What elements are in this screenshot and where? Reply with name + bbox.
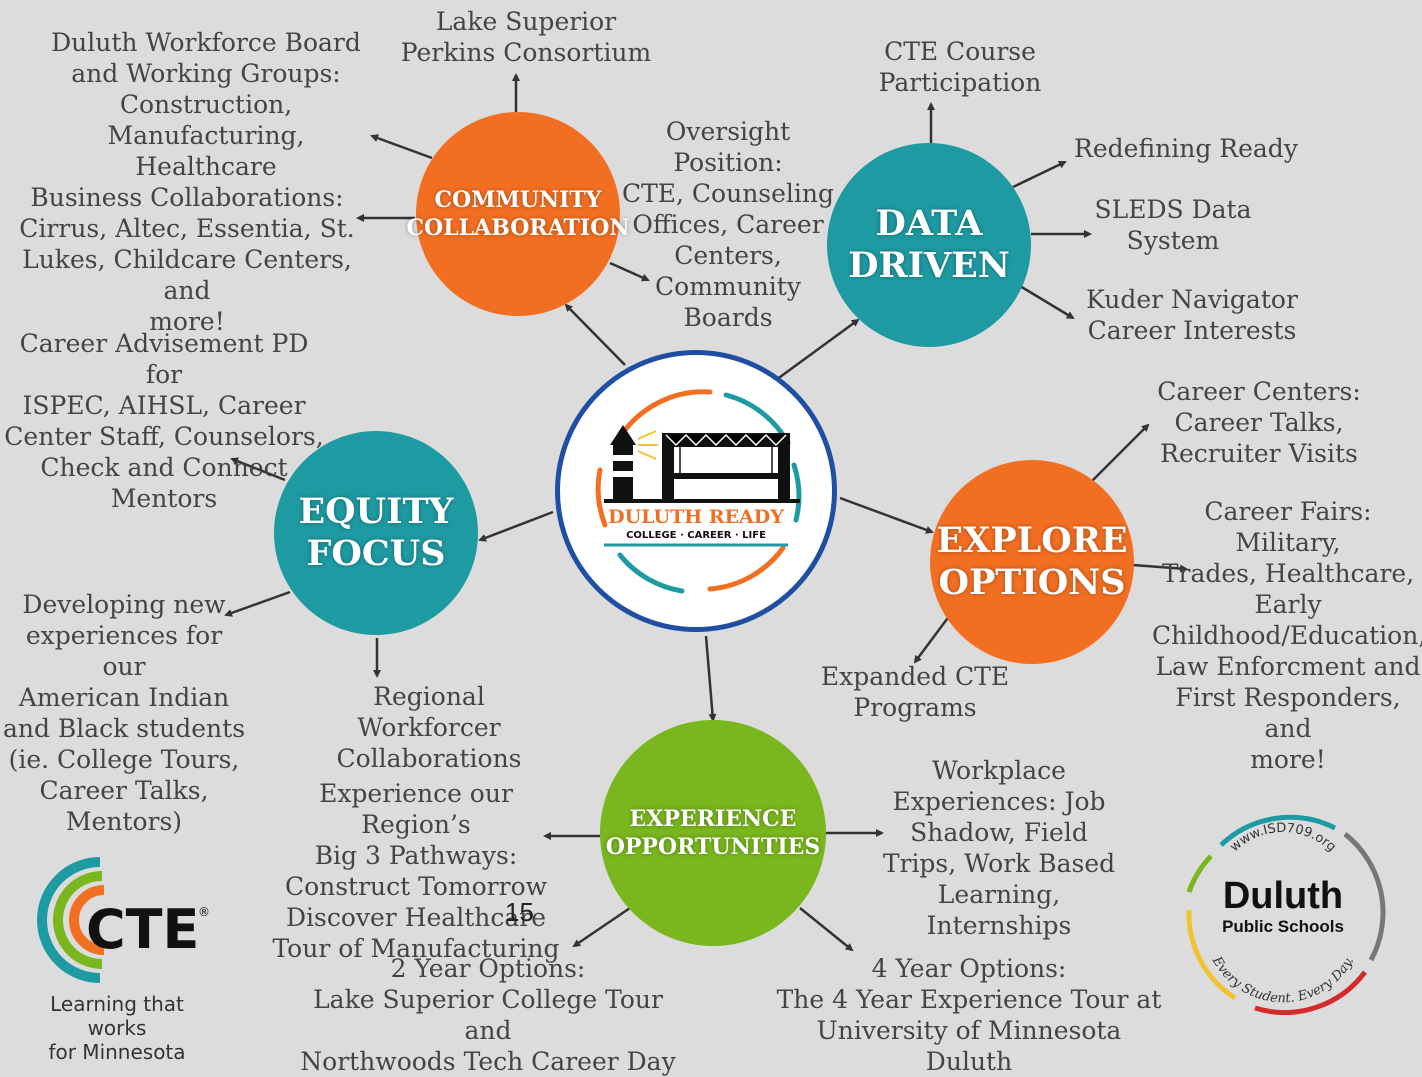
hub-community-collaboration: COMMUNITY COLLABORATION	[407, 112, 629, 316]
hub-community-label: COMMUNITY COLLABORATION	[406, 187, 630, 241]
arrow-to-oversight	[609, 261, 650, 282]
dps-seal-icon: www.ISD709.org Duluth Public Schools Eve…	[1186, 814, 1386, 1015]
arrow-to-career-centers	[1089, 423, 1150, 484]
cte-swoosh-icon: CTE ®	[37, 857, 210, 983]
hub-experience-opportunities: EXPERIENCE OPPORTUNITIES	[600, 720, 826, 946]
connector-arrows	[224, 73, 1188, 952]
arrow-to-redefining	[1012, 160, 1067, 189]
arrow-to-career-fairs	[1132, 563, 1188, 573]
text-workplace-experiences: Workplace Experiences: Job Shadow, Field…	[882, 756, 1116, 940]
duluth-ready-logo: DULUTH READY COLLEGE · CAREER · LIFE	[555, 350, 837, 632]
arrow-center-experience	[704, 635, 717, 722]
arrow-to-four-year	[799, 907, 854, 952]
text-cte-course-participation: CTE Course Participation	[878, 37, 1042, 97]
arrow-center-data	[764, 318, 860, 390]
center-tagline: COLLEGE · CAREER · LIFE	[626, 530, 766, 541]
text-regional-workforce: Regional Workforcer Collaborations	[336, 682, 522, 773]
arrow-to-workforce	[370, 134, 433, 160]
text-two-year-options: 2 Year Options: Lake Superior College To…	[300, 954, 676, 1076]
text-career-advisement: Career Advisement PD for ISPEC, AIHSL, C…	[4, 329, 324, 513]
text-business-collaborations: Business Collaborations: Cirrus, Altec, …	[19, 183, 355, 336]
hub-explore-label: EXPLORE OPTIONS	[936, 520, 1128, 603]
center-title: DULUTH READY	[608, 506, 784, 528]
text-career-fairs: Career Fairs: Military, Trades, Healthca…	[1152, 497, 1422, 774]
arrow-to-kuder	[1019, 284, 1075, 320]
arrow-to-developing	[224, 590, 291, 617]
text-expanded-cte: Expanded CTE Programs	[820, 662, 1010, 722]
text-sleds-data: SLEDS Data System	[1094, 195, 1252, 255]
text-oversight-position: Oversight Position: CTE, Counseling Offi…	[621, 117, 835, 332]
hub-data-driven: DATA DRIVEN	[827, 143, 1031, 347]
arrow-center-explore	[839, 496, 934, 534]
page-number: 15	[505, 897, 534, 927]
duluth-public-schools-logo: www.ISD709.org Duluth Public Schools Eve…	[1175, 800, 1390, 1015]
hub-equity-focus: EQUITY FOCUS	[274, 431, 478, 635]
hub-explore-options: EXPLORE OPTIONS	[930, 460, 1134, 664]
arrow-to-two-year	[572, 906, 631, 948]
arrow-center-community	[564, 303, 626, 366]
dps-sub: Public Schools	[1222, 917, 1344, 936]
duluth-ready-emblem-icon: DULUTH READY COLLEGE · CAREER · LIFE	[595, 389, 802, 594]
text-four-year-options: 4 Year Options: The 4 Year Experience To…	[776, 954, 1162, 1076]
cte-mark: CTE	[86, 898, 199, 961]
dps-name: Duluth	[1223, 875, 1343, 917]
hub-data-label: DATA DRIVEN	[848, 203, 1010, 286]
text-workforce-board: Duluth Workforce Board and Working Group…	[51, 28, 361, 181]
cte-minnesota-logo: CTE ® Learning that works for Minnesota	[22, 850, 222, 1064]
arrow-to-expanded	[913, 614, 952, 664]
text-career-centers: Career Centers: Career Talks, Recruiter …	[1157, 377, 1361, 468]
cte-registered: ®	[198, 905, 210, 919]
hub-equity-label: EQUITY FOCUS	[298, 491, 454, 574]
text-developing-experiences: Developing new experiences for our Ameri…	[2, 590, 246, 836]
text-redefining-ready: Redefining Ready	[1074, 134, 1298, 163]
arrow-to-career-advisement	[230, 457, 286, 482]
arrow-center-equity	[478, 510, 554, 542]
text-big3-pathways: Experience our Region’s Big 3 Pathways: …	[272, 779, 560, 963]
text-kuder-navigator: Kuder Navigator Career Interests	[1086, 285, 1298, 345]
hub-experience-label: EXPERIENCE OPPORTUNITIES	[605, 806, 821, 860]
text-perkins-consortium: Lake Superior Perkins Consortium	[400, 7, 652, 67]
cte-tagline: Learning that works for Minnesota	[48, 992, 186, 1064]
